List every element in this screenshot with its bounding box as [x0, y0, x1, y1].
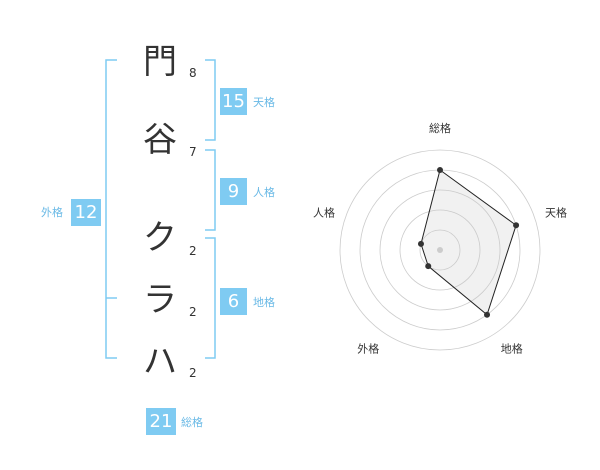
- tenkaku-label: 天格: [253, 96, 275, 109]
- name-char-2: 谷: [143, 120, 177, 160]
- radar-center-dot: [437, 247, 443, 253]
- chikaku-badge: 6: [220, 288, 247, 315]
- stroke-count-4: 2: [189, 305, 197, 319]
- radar-axis-label-4: 外格: [357, 342, 379, 356]
- stroke-count-2: 7: [189, 145, 197, 159]
- tenkaku-badge: 15: [220, 88, 247, 115]
- stroke-count-1: 8: [189, 66, 197, 80]
- radar-ring-5: [339, 149, 541, 351]
- stroke-count-3: 2: [189, 244, 197, 258]
- radar-axis-label-5: 人格: [313, 205, 335, 219]
- chikaku-label: 地格: [253, 296, 275, 309]
- jinkaku-badge: 9: [220, 178, 247, 205]
- radar-axis-label-2: 天格: [545, 205, 567, 219]
- name-char-3: ク: [143, 218, 177, 258]
- radar-point-4: [425, 263, 432, 270]
- radar-polygon: [420, 169, 517, 316]
- radar-axis-label-3: 地格: [501, 342, 523, 356]
- name-char-4: ラ: [143, 280, 177, 320]
- jinkaku-label: 人格: [253, 186, 275, 199]
- gaikaku-label: 外格: [41, 206, 63, 219]
- radar-ring-1: [419, 229, 461, 271]
- soukaku-badge: 21: [146, 408, 176, 435]
- radar-point-5: [417, 240, 424, 247]
- radar-point-1: [437, 167, 443, 173]
- radar-point-2: [513, 222, 520, 229]
- name-char-1: 門: [143, 42, 177, 82]
- radar-ring-2: [399, 209, 481, 291]
- gaikaku-badge: 12: [71, 199, 101, 226]
- stroke-count-5: 2: [189, 366, 197, 380]
- name-char-5: ハ: [143, 342, 177, 382]
- radar-axis-label-1: 総格: [429, 121, 451, 135]
- soukaku-label: 総格: [181, 416, 203, 429]
- radar-ring-3: [379, 189, 501, 311]
- radar-point-3: [484, 311, 491, 318]
